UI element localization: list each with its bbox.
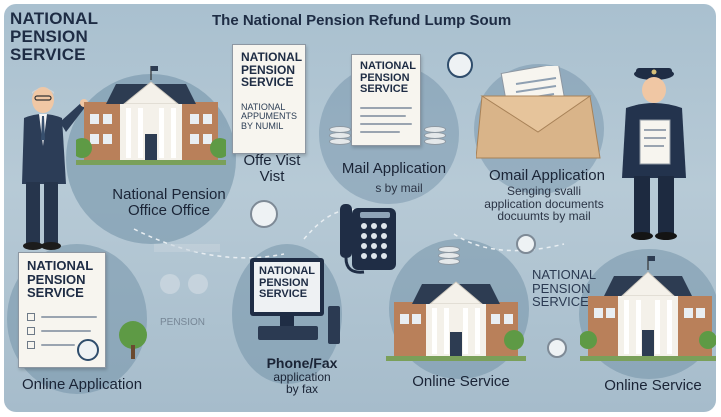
online-application-document: NATIONAL PENSION SERVICE — [18, 252, 106, 368]
office-label: National Pension Office Office — [112, 186, 226, 219]
monitor-text: NATIONAL PENSION SERVICE — [259, 265, 316, 301]
online-service-building — [386, 281, 526, 361]
stamp-icon — [447, 52, 473, 78]
office-visit-label: Offe Vist Vist — [243, 152, 301, 185]
nps-right-text: NATIONAL PENSION SERVICE — [532, 267, 597, 310]
coin-stack — [424, 132, 446, 139]
coin-stack — [329, 132, 351, 139]
officer-figure — [622, 68, 686, 240]
mail-application-document: NATIONAL PENSION SERVICE — [351, 54, 421, 146]
online-service-label-2: Online Service — [604, 377, 702, 394]
coin-icon — [516, 234, 536, 254]
sending-description: Senging svalli application documents doc… — [484, 184, 604, 224]
tree-icon — [119, 321, 147, 359]
infographic: NATIONAL PENSION SERVICE The National Pe… — [4, 4, 716, 412]
mail-application-label: Mail Application — [341, 160, 447, 177]
coin-stack — [438, 258, 460, 265]
coin-stack — [424, 126, 446, 133]
telephone-icon — [340, 204, 396, 274]
logo-text: NATIONAL PENSION SERVICE — [10, 9, 99, 64]
office-visit-document: NATIONAL PENSION SERVICE NATIONAL APPUME… — [232, 44, 306, 154]
coin-stack — [424, 138, 446, 145]
omail-application-label: Omail Application — [489, 167, 605, 184]
coin-stack — [329, 126, 351, 133]
coin-stack — [438, 246, 460, 253]
coin-icon — [250, 200, 278, 228]
man-in-suit-figure — [22, 87, 88, 250]
phone-fax-label: Phone/Fax application by fax — [266, 355, 338, 397]
online-application-label: Online Application — [21, 376, 143, 393]
online-service-label-1: Online Service — [412, 373, 510, 390]
by-mail-label: s by mail — [375, 181, 423, 195]
coin-stack — [329, 138, 351, 145]
faded-pension-panel: PENSION — [154, 244, 220, 334]
pension-office-building — [76, 66, 226, 165]
envelope-icon — [476, 66, 601, 159]
page-title: The National Pension Refund Lump Soum — [212, 12, 512, 29]
computer-icon — [250, 258, 340, 344]
online-service-building-right — [580, 256, 716, 361]
coin-icon — [547, 338, 567, 358]
coin-stack — [438, 252, 460, 259]
